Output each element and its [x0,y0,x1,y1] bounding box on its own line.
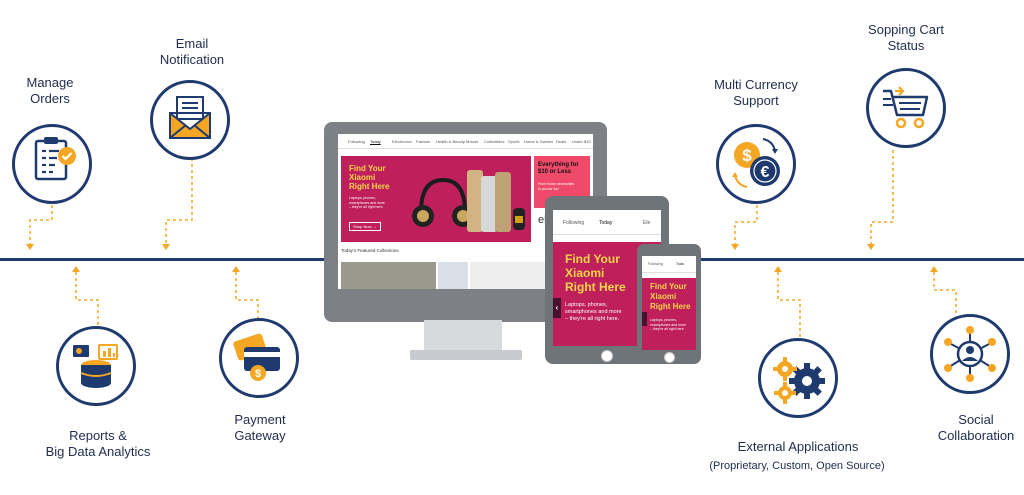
desktop-nav-item: Health & Beauty [436,139,465,144]
desktop-nav-item: Today [370,139,381,144]
connector-social [933,272,957,314]
shopping-cart-icon [883,86,929,129]
desktop-nav-item: Motors [466,139,479,144]
tablet-nav: Following Today Ele [553,210,661,235]
node-external-apps [758,338,838,418]
desktop-nav-item: Electronics [392,139,412,144]
tablet-nav-item: Today [599,220,613,226]
phone-device: Following Toda Find Your Xiaomi Right He… [637,244,701,364]
connector-email [165,140,193,244]
desktop-nav-item: Deals [556,139,567,144]
phone-nav-item: Following [648,262,663,266]
connector-manage-orders [29,205,53,244]
tablet-nav-item: Following [563,220,585,226]
desktop-nav-item: Fashion [416,139,431,144]
desktop-hero-title: Find Your Xiaomi Right Here [349,164,390,191]
phone-carousel-prev[interactable] [642,312,647,326]
label-social: Social Collaboration [937,412,1015,443]
tablet-home-button[interactable] [601,350,613,362]
svg-text:$: $ [255,368,261,380]
node-payment: $ [219,318,299,398]
node-manage-orders [12,124,92,204]
connector-cart [870,150,894,244]
gears-icon [773,357,825,404]
phone-hero-banner: Find Your Xiaomi Right Here Laptops, pho… [642,278,696,350]
tablet-hero-text: Laptops, phones, smartphones and more – … [565,302,622,322]
desktop-nav: Following Today Electronics Fashion Heal… [338,134,593,149]
desktop-nav-item: Collectibles [484,139,505,144]
node-shopping-cart [866,68,946,148]
desktop-hero-button[interactable]: Shop Now → [349,222,381,231]
desktop-nav-item: Following [348,139,365,144]
phone-hero-title: Find Your Xiaomi Right Here [650,282,691,311]
envelope-icon [169,96,211,139]
headphones-product-image [412,170,525,232]
svg-text:$: $ [742,146,752,165]
credit-card-icon: $ [233,333,280,381]
phone-nav-item: Toda [676,262,684,266]
desktop-nav-item: Under $10 [572,139,591,144]
desktop-promo-text: From home necessities to you for fun [538,182,575,191]
monitor-stand-neck [424,320,502,350]
database-chart-icon [73,344,118,388]
tablet-nav-item: Ele [643,220,651,226]
node-social [930,314,1010,394]
phone-home-button[interactable] [664,352,675,363]
label-shopping-cart: Sopping Cart Status [868,22,944,53]
desktop-nav-item: Home & Garden [524,139,553,144]
desktop-nav-item: Sports [508,139,520,144]
tablet-carousel-prev[interactable]: ‹ [553,298,561,318]
currency-exchange-icon: $ € [732,138,780,188]
label-manage-orders: Manage Orders [26,75,74,106]
node-multi-currency: $ € [716,124,796,204]
desktop-collection-thumb [438,262,468,289]
network-icon [944,326,996,382]
desktop-promo-title: Everything for $10 or Less [538,162,579,175]
label-external-apps-sub: (Proprietary, Custom, Open Source) [709,460,885,472]
node-email-notification [150,80,230,160]
connector-reports [75,272,99,326]
desktop-hero-banner: Find Your Xiaomi Right Here Laptops, pho… [341,156,531,242]
connector-payment [235,272,259,318]
clipboard-checklist-icon [34,137,76,181]
connector-external [777,272,801,338]
desktop-collection-thumb [341,262,436,289]
label-reports: Reports & Big Data Analytics [45,428,151,459]
label-email-notification: Email Notification [159,36,225,67]
phone-hero-text: Laptops, phones, smartphones and more – … [650,318,686,331]
desktop-hero-text: Laptops, phones, smartphones and more – … [349,196,385,209]
svg-text:€: € [761,164,770,181]
monitor-stand-base [410,350,522,360]
label-payment: Payment Gateway [234,412,286,443]
label-external-apps: External Applications [737,439,859,454]
tablet-hero-title: Find Your Xiaomi Right Here [565,252,626,294]
phone-nav: Following Toda [642,256,696,273]
phone-screen: Following Toda Find Your Xiaomi Right He… [642,256,696,350]
desktop-section-title: Today's Featured Collections [341,248,399,253]
label-multi-currency: Multi Currency Support [714,77,798,108]
connector-currency [734,205,758,244]
node-reports [56,326,136,406]
